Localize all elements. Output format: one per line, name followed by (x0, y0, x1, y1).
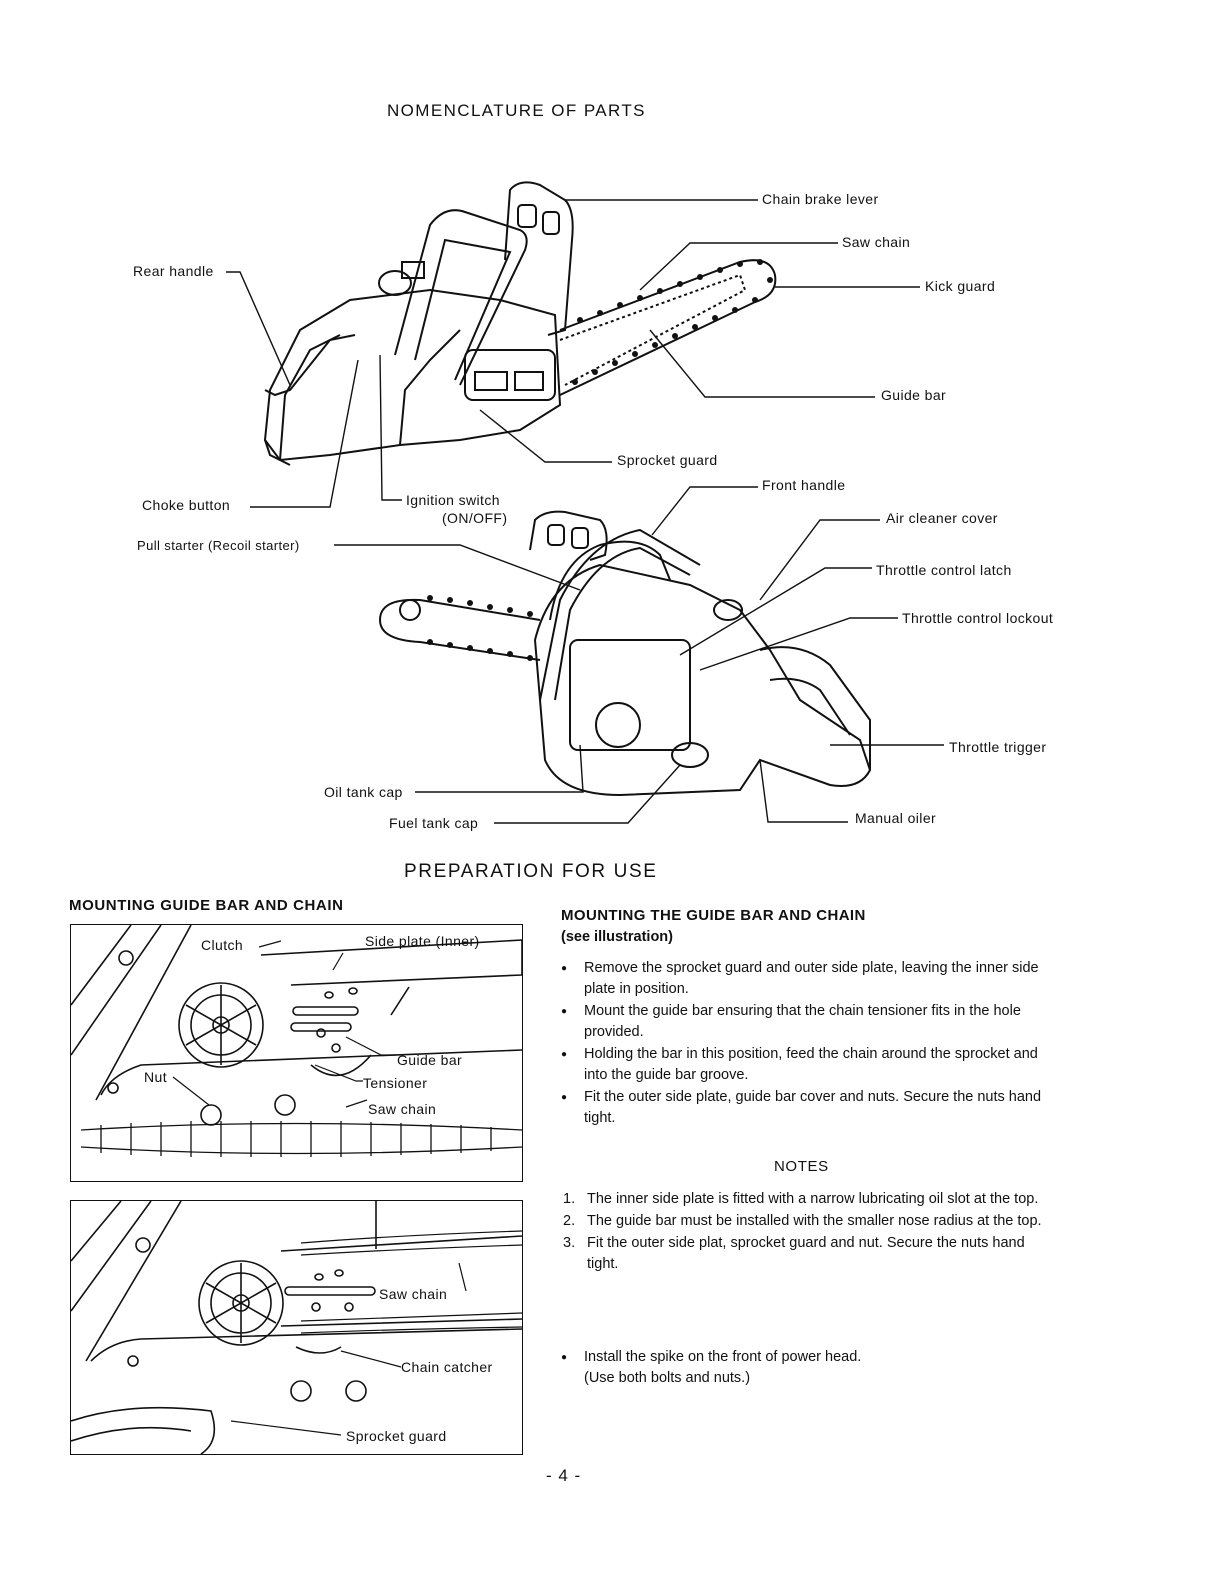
final-bullet: Install the spike on the front of power … (560, 1347, 1050, 1390)
note-number: 3. (563, 1235, 576, 1251)
label-air-cleaner-cover: Air cleaner cover (886, 510, 998, 526)
fig2-label-saw-chain: Saw chain (379, 1286, 448, 1302)
label-choke-button: Choke button (142, 497, 231, 513)
label-saw-chain: Saw chain (842, 234, 911, 250)
note-item: 1. The inner side plate is fitted with a … (563, 1189, 1050, 1210)
label-throttle-control-lockout: Throttle control lockout (902, 610, 1054, 626)
label-rear-handle: Rear handle (133, 263, 214, 279)
label-guide-bar: Guide bar (881, 387, 947, 403)
label-throttle-trigger: Throttle trigger (949, 739, 1047, 755)
label-ignition-switch: Ignition switch (406, 492, 500, 508)
note-text: The inner side plate is fitted with a na… (587, 1191, 1039, 1207)
right-subheading: (see illustration) (561, 929, 673, 945)
bullet-item: Fit the outer side plate, guide bar cove… (560, 1087, 1050, 1129)
label-ignition-switch-state: (ON/OFF) (442, 510, 508, 526)
nomenclature-title: NOMENCLATURE OF PARTS (387, 101, 646, 120)
bullet-item: Remove the sprocket guard and outer side… (560, 958, 1050, 1000)
fig1-label-nut: Nut (144, 1069, 167, 1085)
final-note-text: (Use both bolts and nuts.) (584, 1370, 751, 1386)
fig1-label-clutch: Clutch (201, 937, 244, 953)
fig1-label-guide-bar: Guide bar (397, 1052, 463, 1068)
left-heading: MOUNTING GUIDE BAR AND CHAIN (69, 897, 344, 914)
label-sprocket-guard: Sprocket guard (617, 452, 718, 468)
notes-list: 1. The inner side plate is fitted with a … (563, 1189, 1050, 1276)
note-text: The guide bar must be installed with the… (587, 1213, 1042, 1229)
label-chain-brake-lever: Chain brake lever (762, 191, 879, 207)
bullet-item: Install the spike on the front of power … (560, 1347, 1050, 1389)
instruction-bullets: Remove the sprocket guard and outer side… (560, 958, 1050, 1130)
label-manual-oiler: Manual oiler (855, 810, 937, 826)
bullet-item: Mount the guide bar ensuring that the ch… (560, 1001, 1050, 1043)
right-heading: MOUNTING THE GUIDE BAR AND CHAIN (561, 907, 866, 924)
fig1-label-saw-chain: Saw chain (368, 1101, 437, 1117)
label-throttle-control-latch: Throttle control latch (876, 562, 1012, 578)
label-kick-guard: Kick guard (925, 278, 996, 294)
note-number: 2. (563, 1213, 576, 1229)
note-item: 3. Fit the outer side plat, sprocket guar… (563, 1233, 1050, 1275)
page-number: - 4 - (546, 1466, 582, 1485)
note-item: 2. The guide bar must be installed with t… (563, 1211, 1050, 1232)
preparation-title: PREPARATION FOR USE (404, 861, 658, 882)
figure-chain-installed-art (71, 1201, 522, 1454)
figure-guide-bar-parts: Clutch Side plate (Inner) Guide bar Nut … (70, 924, 523, 1182)
note-number: 1. (563, 1191, 576, 1207)
notes-title: NOTES (774, 1158, 829, 1175)
fig1-label-side-plate-inner: Side plate (Inner) (365, 933, 480, 949)
figure-chain-installed: Saw chain Chain catcher Sprocket guard (70, 1200, 523, 1455)
note-text: Fit the outer side plat, sprocket guard … (587, 1235, 1025, 1272)
fig2-label-sprocket-guard: Sprocket guard (346, 1428, 447, 1444)
final-bullet-text: Install the spike on the front of power … (584, 1349, 862, 1365)
figure-guide-bar-parts-art (71, 925, 522, 1157)
label-front-handle: Front handle (762, 477, 846, 493)
label-pull-starter: Pull starter (Recoil starter) (137, 538, 300, 553)
label-oil-tank-cap: Oil tank cap (324, 784, 403, 800)
fig2-label-chain-catcher: Chain catcher (401, 1359, 493, 1375)
label-fuel-tank-cap: Fuel tank cap (389, 815, 479, 831)
chainsaw-nomenclature-illustration (226, 181, 944, 824)
bullet-item: Holding the bar in this position, feed t… (560, 1044, 1050, 1086)
fig1-label-tensioner: Tensioner (363, 1075, 428, 1091)
